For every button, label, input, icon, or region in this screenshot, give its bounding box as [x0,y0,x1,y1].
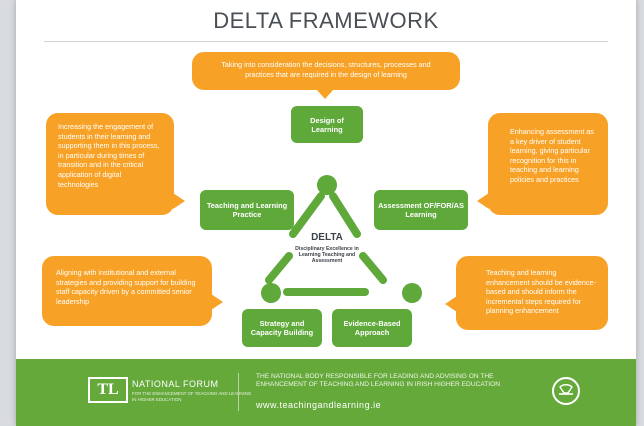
footer-divider [238,373,239,411]
harp-icon [559,384,573,395]
triangle-right-lower-stroke [359,252,387,284]
triangle-top-dot [317,175,337,195]
delta-triangle [261,175,387,303]
national-forum-subtitle: FOR THE ENHANCEMENT OF TEACHING AND LEAR… [132,391,252,402]
delta-word: DELTA [311,232,343,243]
box-strategy-label: Strategy and Capacity Building [250,319,314,337]
bubble-tail [173,193,185,209]
bubble-tail [445,296,457,312]
footer-url-link[interactable]: www.teachingandlearning.ie [256,400,382,410]
triangle-left-dot [261,283,281,303]
triangle-left-lower-stroke [265,252,293,284]
tl-logo-letters: TL [97,381,119,398]
bubble-design: Taking into consideration the decisions,… [192,52,460,99]
bubble-assessment-text: Enhancing assessment as a key driver of … [510,127,594,184]
box-design-of-learning: Design of Learning [291,106,363,143]
national-forum-title: NATIONAL FORUM [132,379,219,389]
triangle-right-dot [402,283,422,303]
delta-framework-poster: DELTA FRAMEWORK Taking into consideratio… [16,0,636,426]
page-title: DELTA FRAMEWORK [213,8,439,33]
triangle-right-upper-stroke [329,192,361,238]
harp-emblem-icon [552,377,580,405]
footer-description: THE NATIONAL BODY RESPONSIBLE FOR LEADIN… [256,373,500,389]
bubble-evidence-text: Teaching and learning enhancement should… [486,268,596,316]
delta-subtitle: Disciplinary Excellence in Learning Teac… [295,246,359,265]
footer-banner: TL NATIONAL FORUM FOR THE ENHANCEMENT OF… [16,359,636,426]
bubble-strategy-text: Aligning with institutional and external… [56,268,196,306]
title-divider [44,41,608,42]
triangle-left-upper-stroke [289,192,325,238]
bubble-strategy: Aligning with institutional and external… [42,256,223,326]
bubble-teaching: Increasing the engagement of students in… [46,113,185,215]
bubble-design-text: Taking into consideration the decisions,… [221,60,431,79]
box-teaching-label: Teaching and Learning Practice [206,201,288,219]
bubble-tail [316,89,334,99]
box-design-label: Design of Learning [310,115,344,134]
bubble-teaching-text: Increasing the engagement of students in… [58,122,160,189]
box-evidence-label: Evidence-Based Approach [343,319,401,337]
box-evidence: Evidence-Based Approach [332,309,412,347]
box-assessment-label: Assessment OF/FOR/AS Learning [378,201,464,219]
bubble-evidence: Teaching and learning enhancement should… [445,256,608,330]
bubble-assessment: Enhancing assessment as a key driver of … [477,113,608,215]
box-strategy: Strategy and Capacity Building [242,309,322,347]
box-teaching-practice: Teaching and Learning Practice [200,190,294,230]
bubble-tail [477,193,489,209]
box-assessment: Assessment OF/FOR/AS Learning [374,190,468,230]
tl-logo-icon: TL [88,377,128,403]
triangle-dots-overlay [402,283,422,303]
bubble-tail [211,294,223,310]
